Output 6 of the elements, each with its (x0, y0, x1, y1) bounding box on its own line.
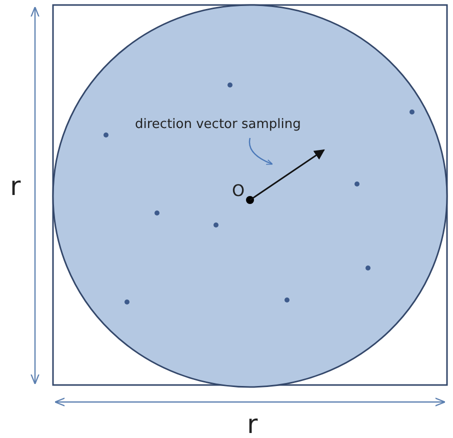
direction-arrow (250, 149, 325, 201)
leader-line (248, 138, 273, 165)
center-label: O (232, 181, 245, 200)
annotation-text: direction vector sampling (135, 117, 301, 132)
dimension-label: r (247, 410, 258, 438)
dimension-label: r (10, 172, 21, 202)
